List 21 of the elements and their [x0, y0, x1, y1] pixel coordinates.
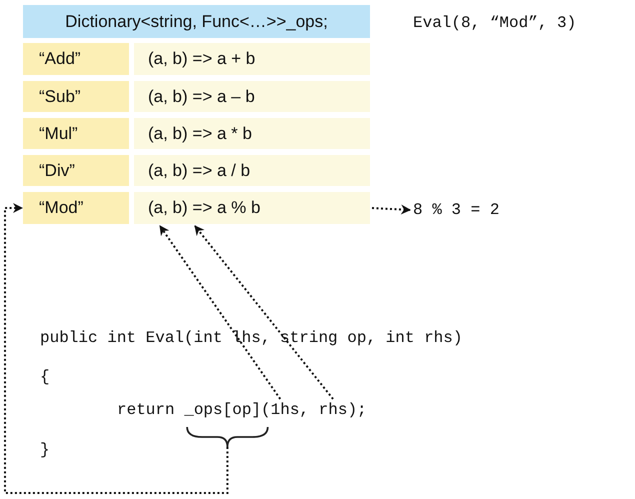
dotted-arrow — [4, 203, 228, 494]
code-line: { — [40, 367, 50, 388]
value-cell: (a, b) => a / b — [134, 155, 370, 186]
key-cell: “Mul” — [23, 118, 129, 149]
header-cell: Dictionary<string, Func<…>>_ops; — [23, 5, 370, 38]
value-cell: (a, b) => a * b — [134, 118, 370, 149]
dotted-arrow — [194, 225, 334, 400]
key-cell: “Sub” — [23, 81, 129, 112]
key-cell: “Add” — [23, 43, 129, 75]
dotted-arrow — [159, 225, 282, 400]
value-cell: (a, b) => a + b — [134, 43, 370, 75]
code-text: 8 % 3 = 2 — [413, 199, 500, 221]
code-text: return _ops[op](1hs, rhs); — [117, 399, 367, 421]
value-cell: (a, b) => a % b — [134, 192, 370, 224]
dotted-arrow — [372, 204, 411, 215]
value-cell: (a, b) => a – b — [134, 81, 370, 112]
code-line: public int Eval(int lhs, string op, int rhs) — [40, 328, 462, 349]
key-cell: “Mod” — [23, 192, 129, 224]
eval-call-text: Eval(8, “Mod”, 3) — [413, 13, 576, 34]
key-cell: “Div” — [23, 155, 129, 186]
code-line: } — [40, 440, 50, 461]
